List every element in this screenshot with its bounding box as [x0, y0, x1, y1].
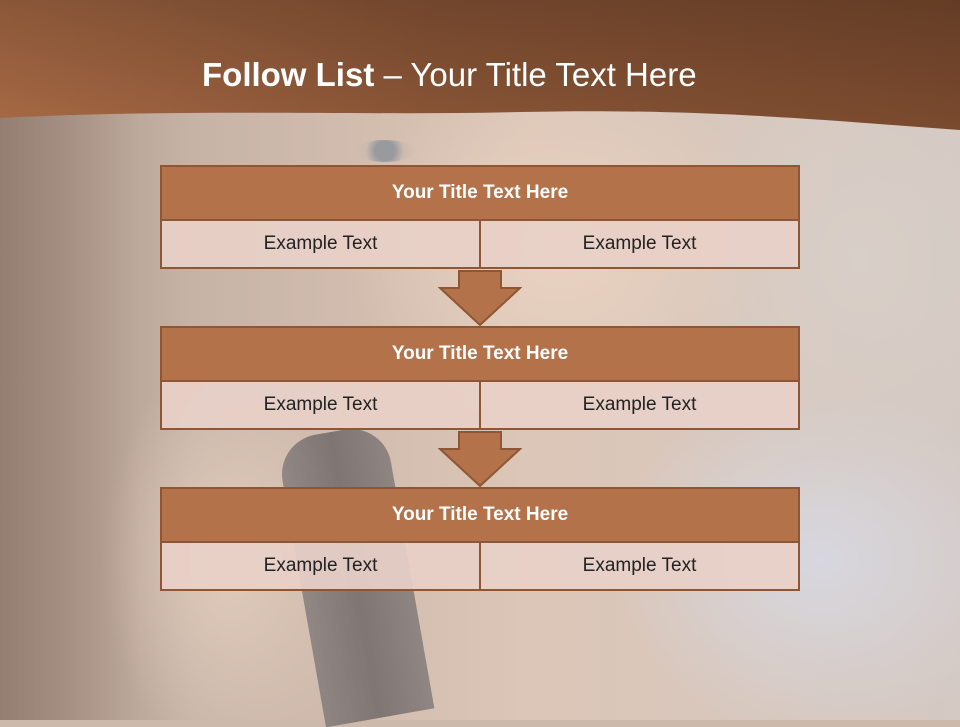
block-cell-left: Example Text — [160, 543, 481, 591]
block-title: Your Title Text Here — [160, 487, 800, 543]
block-title: Your Title Text Here — [160, 165, 800, 221]
follow-block-1: Your Title Text Here Example Text Exampl… — [160, 165, 800, 269]
block-cell-left: Example Text — [160, 382, 481, 430]
down-arrow-icon — [438, 270, 522, 326]
block-row: Example Text Example Text — [160, 221, 800, 269]
follow-block-3: Your Title Text Here Example Text Exampl… — [160, 487, 800, 591]
slide-title-bold: Follow List — [202, 56, 375, 93]
background-shade — [0, 0, 140, 720]
background-eye — [355, 140, 415, 162]
slide-title: Follow List – Your Title Text Here — [202, 56, 697, 94]
block-cell-left: Example Text — [160, 221, 481, 269]
down-arrow-icon — [438, 431, 522, 487]
block-row: Example Text Example Text — [160, 543, 800, 591]
block-title: Your Title Text Here — [160, 326, 800, 382]
block-cell-right: Example Text — [481, 221, 800, 269]
follow-block-2: Your Title Text Here Example Text Exampl… — [160, 326, 800, 430]
block-cell-right: Example Text — [481, 543, 800, 591]
slide-title-rest: – Your Title Text Here — [374, 56, 697, 93]
block-cell-right: Example Text — [481, 382, 800, 430]
block-row: Example Text Example Text — [160, 382, 800, 430]
header-band — [0, 0, 960, 130]
